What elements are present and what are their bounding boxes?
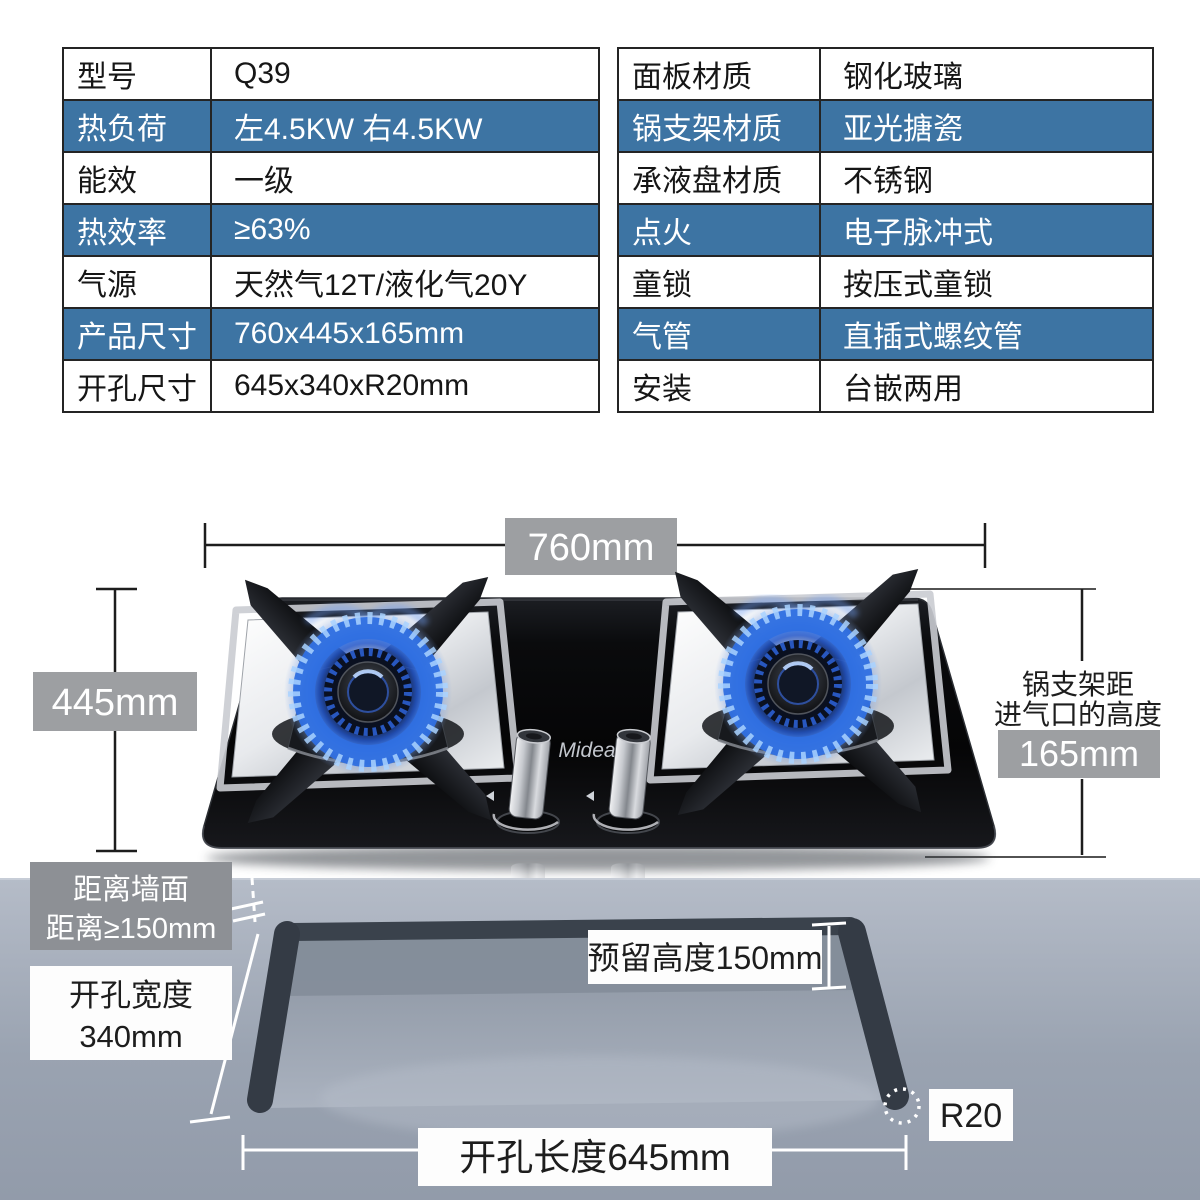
cutout-width-box [30, 966, 232, 1060]
spec-value: 左4.5KW 右4.5KW [234, 113, 483, 146]
reserved-height-label: 预留高度150mm [588, 940, 823, 976]
spec-label: 面板材质 [619, 49, 821, 99]
corner-radius-label: R20 [940, 1097, 1002, 1135]
spec-value: 亚光搪瓷 [843, 113, 963, 146]
spec-table-right: 面板材质钢化玻璃锅支架材质亚光搪瓷承液盘材质不锈钢点火电子脉冲式童锁按压式童锁气… [617, 47, 1154, 413]
spec-row: 锅支架材质亚光搪瓷 [619, 101, 1152, 153]
corner-radius-box [929, 1089, 1013, 1141]
spec-value: 不锈钢 [843, 165, 933, 198]
spec-label: 点火 [619, 205, 821, 255]
spec-row: 产品尺寸 760x445x165mm [64, 309, 598, 361]
corner-radius-circle [883, 1087, 921, 1125]
spec-value: 760x445x165mm [234, 317, 465, 350]
spec-label: 热负荷 [64, 101, 212, 151]
cutout-length-box [418, 1128, 772, 1186]
spec-row: 童锁按压式童锁 [619, 257, 1152, 309]
spec-value: Q39 [234, 57, 291, 90]
spec-value: 645x340xR20mm [234, 369, 470, 402]
spec-value: 电子脉冲式 [843, 217, 993, 250]
spec-row: 型号 Q39 [64, 49, 598, 101]
spec-label: 安装 [619, 361, 821, 411]
spec-row: 面板材质钢化玻璃 [619, 49, 1152, 101]
dim-165: 锅支架距 进气口的高度 165mm [905, 588, 1162, 858]
height-note-line1: 锅支架距 [1022, 669, 1134, 700]
dim-445: 445mm [33, 587, 197, 853]
spec-row: 热效率 ≥63% [64, 205, 598, 257]
dim-445-label: 445mm [52, 682, 179, 724]
cutout-width-line2: 340mm [79, 1019, 182, 1054]
stove-shadow [206, 845, 990, 871]
spec-row: 承液盘材质不锈钢 [619, 153, 1152, 205]
cutout-length-label: 开孔长度645mm [459, 1137, 730, 1178]
dim-445-label-box [33, 672, 197, 731]
reserved-height-box [588, 930, 822, 984]
spec-row: 热负荷左4.5KW 右4.5KW [64, 101, 598, 153]
wall-note-line1: 距离墙面 [73, 873, 189, 906]
dim-165-label: 165mm [1019, 733, 1139, 774]
spec-label: 产品尺寸 [64, 309, 212, 359]
wall-note-box [30, 862, 232, 950]
cutout-section: 距离墙面 距离≥150mm 开孔宽度 340mm 预留高度150mm 开孔长度6… [0, 862, 1200, 1200]
spec-value: 台嵌两用 [843, 373, 963, 406]
spec-label: 童锁 [619, 257, 821, 307]
dim-760: 760mm [203, 518, 987, 575]
dim-760-label-box [505, 518, 677, 575]
cutout-width-line1: 开孔宽度 [69, 978, 193, 1013]
spec-value: 直插式螺纹管 [843, 321, 1023, 354]
spec-label: 承液盘材质 [619, 153, 821, 203]
spec-row: 能效一级 [64, 153, 598, 205]
height-note-line2: 进气口的高度 [994, 699, 1162, 730]
stove-photo: Midea [201, 553, 997, 904]
spec-label: 气源 [64, 257, 212, 307]
spec-value: ≥63% [234, 213, 311, 246]
dim-760-label: 760mm [528, 527, 655, 569]
spec-row: 开孔尺寸 645x340xR20mm [64, 361, 598, 411]
spec-row: 气管直插式螺纹管 [619, 309, 1152, 361]
spec-value: 天然气12T/液化气20Y [234, 269, 528, 302]
spec-label: 锅支架材质 [619, 101, 821, 151]
spec-label: 热效率 [64, 205, 212, 255]
wall-note-line2: 距离≥150mm [46, 912, 217, 945]
spec-row: 点火电子脉冲式 [619, 205, 1152, 257]
product-photo-section: 760mm 445mm 锅支架距 进气口的高度 165mm [33, 518, 1162, 904]
spec-label: 开孔尺寸 [64, 361, 212, 411]
spec-value: 钢化玻璃 [843, 61, 963, 94]
cutout-labels: 距离墙面 距离≥150mm 开孔宽度 340mm 预留高度150mm 开孔长度6… [30, 862, 1013, 1186]
spec-row: 气源天然气12T/液化气20Y [64, 257, 598, 309]
spec-label: 气管 [619, 309, 821, 359]
spec-label: 能效 [64, 153, 212, 203]
spec-label: 型号 [64, 49, 212, 99]
dim-165-label-box [998, 730, 1160, 778]
spec-row: 安装台嵌两用 [619, 361, 1152, 411]
brand-logo: Midea [558, 739, 615, 762]
spec-value: 按压式童锁 [843, 269, 993, 302]
spec-value: 一级 [234, 165, 294, 198]
